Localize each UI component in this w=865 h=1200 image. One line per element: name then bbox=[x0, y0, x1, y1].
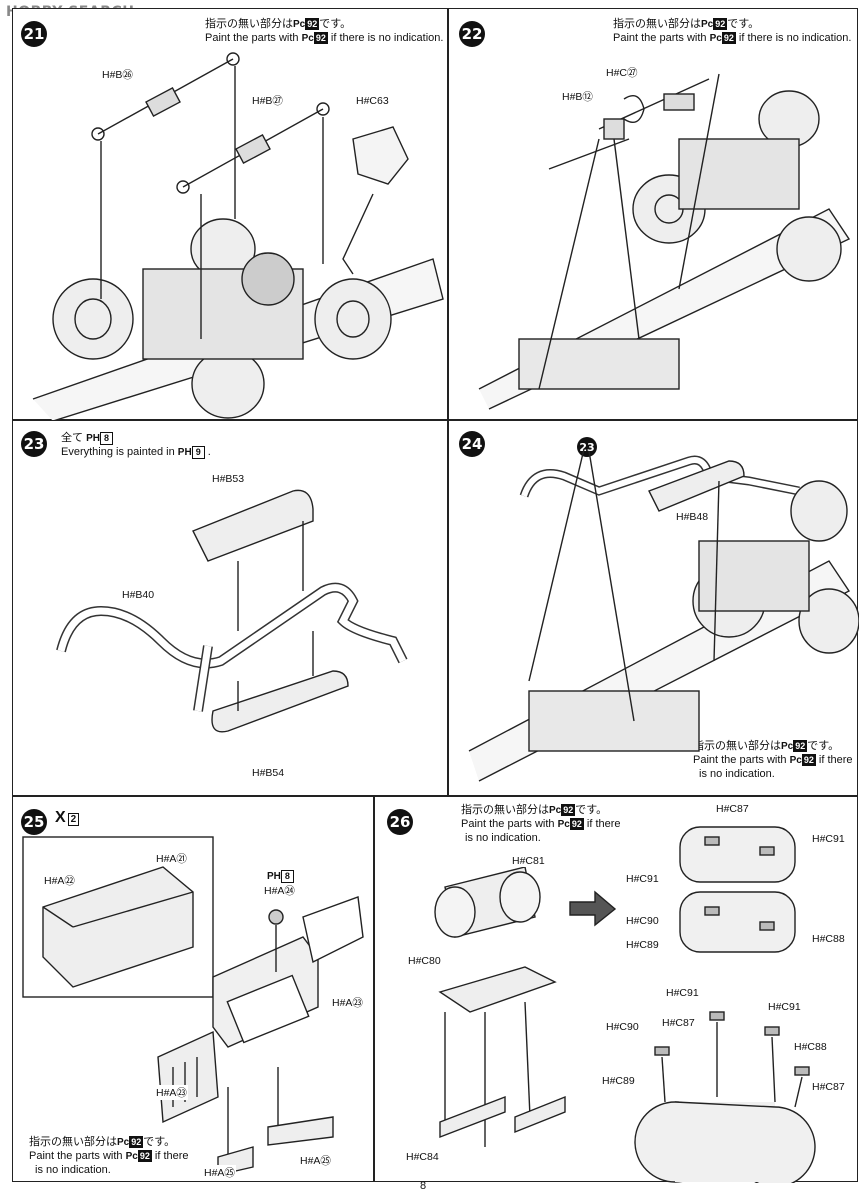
step-23-number: 23 bbox=[21, 431, 47, 457]
step-24-note-en-2: is no indication. bbox=[699, 768, 775, 780]
step-26-label-8: H#C89 bbox=[625, 939, 660, 951]
step-25-note-en-2: is no indication. bbox=[35, 1164, 111, 1176]
step-26-label-3: H#C84 bbox=[405, 1151, 440, 1163]
step-21-number: 21 bbox=[21, 21, 47, 47]
step-26-label-1: H#C81 bbox=[511, 855, 546, 867]
step-25-label-2: H#A㉒ bbox=[43, 873, 76, 888]
step-23-label-3: H#B54 bbox=[251, 767, 286, 779]
step-24-diagram bbox=[468, 448, 859, 782]
step-26-label-15: H#C89 bbox=[601, 1075, 636, 1087]
step-25-label-3: H#A㉔ bbox=[263, 883, 296, 898]
step-22-diagram bbox=[478, 73, 851, 410]
step-25-number: 25 bbox=[21, 809, 47, 835]
step-26-note-en-2: is no indication. bbox=[465, 832, 541, 844]
step-24-number: 24 bbox=[459, 431, 485, 457]
step-24-label-1: H#B48 bbox=[675, 511, 710, 523]
step-26-label-13: H#C90 bbox=[605, 1021, 640, 1033]
step-23-diagram bbox=[56, 489, 408, 733]
step-25-label-6: H#A㉕ bbox=[203, 1165, 236, 1180]
step-23-label-1: H#B53 bbox=[211, 473, 246, 485]
step-26-label-10: H#C91 bbox=[665, 987, 700, 999]
step-26-label-6: H#C91 bbox=[625, 873, 660, 885]
step-22-label-2: H#B⑫ bbox=[561, 89, 594, 104]
step-21-label-1: H#B㉖ bbox=[101, 67, 134, 82]
step-23-label-2: H#B40 bbox=[121, 589, 156, 601]
step-21-label-2: H#B㉗ bbox=[251, 93, 284, 108]
step-22-number: 22 bbox=[459, 21, 485, 47]
page-number: 8 bbox=[420, 1180, 427, 1192]
step-26-label-16: H#C87 bbox=[811, 1081, 846, 1093]
step-26-label-11: H#C87 bbox=[661, 1017, 696, 1029]
step-26-label-9: H#C88 bbox=[811, 933, 846, 945]
step-26-label-12: H#C91 bbox=[767, 1001, 802, 1013]
step-26-diagram bbox=[434, 826, 816, 1183]
step-21-diagram bbox=[32, 52, 444, 421]
step-25-label-7: H#A㉕ bbox=[299, 1153, 332, 1168]
step-26-number: 26 bbox=[387, 809, 413, 835]
step-26-label-7: H#C90 bbox=[625, 915, 660, 927]
step-25-label-4: H#A㉓ bbox=[331, 995, 364, 1010]
step-25-diagram bbox=[22, 836, 364, 1176]
step-26-label-2: H#C80 bbox=[407, 955, 442, 967]
step-21-label-3: H#C63 bbox=[355, 95, 390, 107]
step-26-label-5: H#C91 bbox=[811, 833, 846, 845]
step-26-label-4: H#C87 bbox=[715, 803, 750, 815]
step-22-label-1: H#C㉗ bbox=[605, 65, 639, 80]
step-25-label-5: H#A㉓ bbox=[155, 1085, 188, 1100]
step-26-label-14: H#C88 bbox=[793, 1041, 828, 1053]
step-25-label-1: H#A㉑ bbox=[155, 851, 188, 866]
